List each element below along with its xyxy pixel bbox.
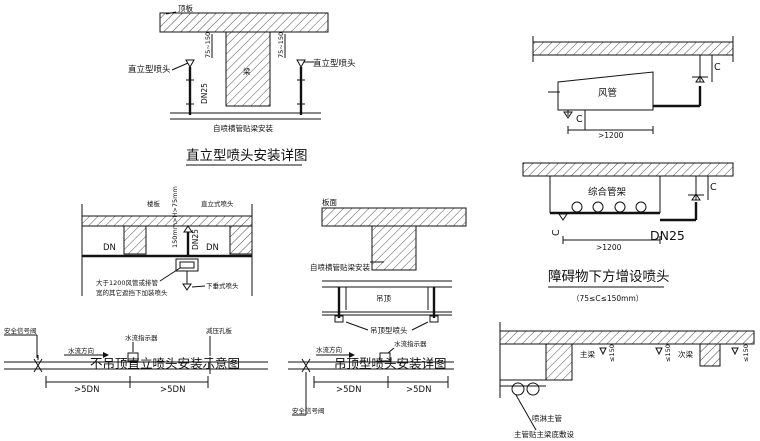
mid-safety-valve-icon xyxy=(33,358,43,373)
ceil-head-label: 吊顶型喷头 xyxy=(370,325,408,335)
br-main-pipe-2-icon xyxy=(526,382,540,396)
right-head-under-rack-icon xyxy=(558,213,568,221)
right-upright-head-icon xyxy=(296,59,306,69)
mid-note-line1: 大于1200风管或排管 xyxy=(96,278,159,287)
top-slab xyxy=(159,12,329,33)
right-c-label-2: C xyxy=(576,114,583,125)
ceil-slab xyxy=(321,207,467,227)
right-title: 障碍物下方增设喷头 xyxy=(548,269,670,285)
br-dim-2: ≤150 xyxy=(664,344,672,362)
top-dim-right: 75~150 xyxy=(277,32,285,58)
rack-pipe-3 xyxy=(614,201,626,213)
br-dim-1: ≤150 xyxy=(608,344,616,362)
right-pipe-label: DN25 xyxy=(650,228,685,243)
right-c-label-4: C xyxy=(551,229,562,236)
ceil-beam xyxy=(371,225,417,271)
mid-flow-indicator: 水流指示器 xyxy=(125,333,158,342)
br-main-beam-label: 主梁 xyxy=(580,349,595,359)
right-c-label-3: C xyxy=(710,182,717,193)
mid-dim-label: 150mm>H>75mm xyxy=(171,186,179,248)
ceil-right-head-icon xyxy=(429,315,439,323)
main-pipe-under-beam-detail: 主梁 次梁 ≤150 ≤150 ≤150 喷淋主管 主管贴主梁底敷设 xyxy=(499,322,755,439)
top-beam xyxy=(225,31,271,107)
right-c-label-1: C xyxy=(714,62,721,73)
mid-pipe-label: DN25 xyxy=(191,229,200,250)
mid-dim-b: >5DN xyxy=(160,385,185,395)
br-main-beam xyxy=(545,343,573,381)
mid-slab-label: 楼板 xyxy=(147,199,161,208)
br-head-2-icon xyxy=(655,347,663,356)
right-head-upper-icon xyxy=(695,75,705,83)
right-dim-1: >1200 xyxy=(598,131,624,140)
ceil-caption: 自喷横管贴梁安装 xyxy=(310,262,370,272)
ceil-ceiling-label: 吊顶 xyxy=(376,294,391,303)
ceil-valve-label: 安全信号阀 xyxy=(292,406,325,415)
rack-pipe-4 xyxy=(635,201,647,213)
mid-flow-indicator-icon xyxy=(127,352,139,362)
mid-beam-left xyxy=(123,225,147,255)
ceil-title: 吊顶型喷头安装详图 xyxy=(334,356,447,371)
mid-relief-label: 减压孔板 xyxy=(206,326,233,335)
ceil-flow-indicator: 水流指示器 xyxy=(394,339,427,348)
top-dim-left: 75~150 xyxy=(204,32,212,58)
mid-head-label: 直立式喷头 xyxy=(201,199,234,208)
br-secondary-beam xyxy=(699,343,721,367)
ceil-dim-a: >5DN xyxy=(336,385,361,395)
br-main-pipe-label: 喷淋主管 xyxy=(532,413,562,423)
top-right-head-label: 直立型喷头 xyxy=(313,58,356,69)
br-note: 主管贴主梁底敷设 xyxy=(514,429,574,439)
ceil-dim-b: >5DN xyxy=(406,385,431,395)
right-rack-label: 综合管架 xyxy=(588,186,627,198)
ceiling-head-detail: 板面 自喷横管贴梁安装 吊顶 吊顶型喷头 水流方向 水流指示器 吊顶型喷头安装详… xyxy=(288,197,467,416)
br-dim-3: ≤150 xyxy=(742,344,750,362)
mid-slab xyxy=(81,215,253,227)
duct-shape xyxy=(557,71,654,111)
mid-upright-head-icon xyxy=(183,225,193,233)
br-main-pipe-1-icon xyxy=(511,382,525,396)
mid-dn-right: DN xyxy=(206,243,219,253)
mid-beam-right xyxy=(229,225,253,255)
br-secondary-beam-label: 次梁 xyxy=(678,349,693,359)
right-subtitle: （75≤C≤150mm） xyxy=(572,294,643,303)
rack-pipe-1 xyxy=(571,201,583,213)
obstruction-head-detail: 风管 C C >1200 综合管架 C C xyxy=(522,36,734,303)
br-slab xyxy=(499,330,755,345)
mid-pendent-head-icon xyxy=(182,283,192,291)
top-slab-label: 顶板 xyxy=(178,3,193,13)
top-title: 直立型喷头安装详图 xyxy=(186,148,308,164)
right-head-lower-icon xyxy=(691,193,701,201)
rack-pipe-2 xyxy=(592,201,604,213)
no-ceiling-upright-detail: 楼板 直立式喷头 150mm>H>75mm DN25 DN DN 大于1200风… xyxy=(4,186,268,395)
mid-note-line2: 宽的其它遮挡下加装喷头 xyxy=(96,288,168,297)
ceil-flow-indicator-icon xyxy=(379,352,391,362)
right-duct-label: 风管 xyxy=(598,87,617,99)
mid-title: 不吊顶直立喷头安装示意图 xyxy=(90,356,240,371)
mid-dim-a: >5DN xyxy=(74,385,99,395)
mid-sidewall-label: 下垂式喷头 xyxy=(206,281,239,290)
ceil-slab-label: 板面 xyxy=(322,197,337,207)
mid-flow-dir: 水流方向 xyxy=(68,346,94,355)
br-head-3-icon xyxy=(731,347,739,356)
top-caption: 自喷横管贴梁安装 xyxy=(213,123,273,133)
mid-dn-left: DN xyxy=(103,243,116,253)
mid-valve-label: 安全信号阀 xyxy=(4,326,37,335)
ceil-safety-valve-icon xyxy=(301,358,311,373)
right-slab-lower xyxy=(522,162,734,177)
top-left-head-label: 直立型喷头 xyxy=(128,64,171,75)
upright-head-detail: 顶板 梁 75~150 75~150 直立型喷头 直立型喷头 DN25 自喷横管… xyxy=(128,3,356,166)
right-dim-2: >1200 xyxy=(596,243,622,252)
mid-duct-box xyxy=(175,258,199,272)
br-head-1-icon xyxy=(599,347,607,356)
right-slab-upper xyxy=(532,41,734,56)
top-pipe-label: DN25 xyxy=(200,83,209,104)
ceil-flow-dir: 水流方向 xyxy=(316,345,342,354)
ceil-left-head-icon xyxy=(334,315,344,323)
top-beam-label: 梁 xyxy=(243,67,251,76)
